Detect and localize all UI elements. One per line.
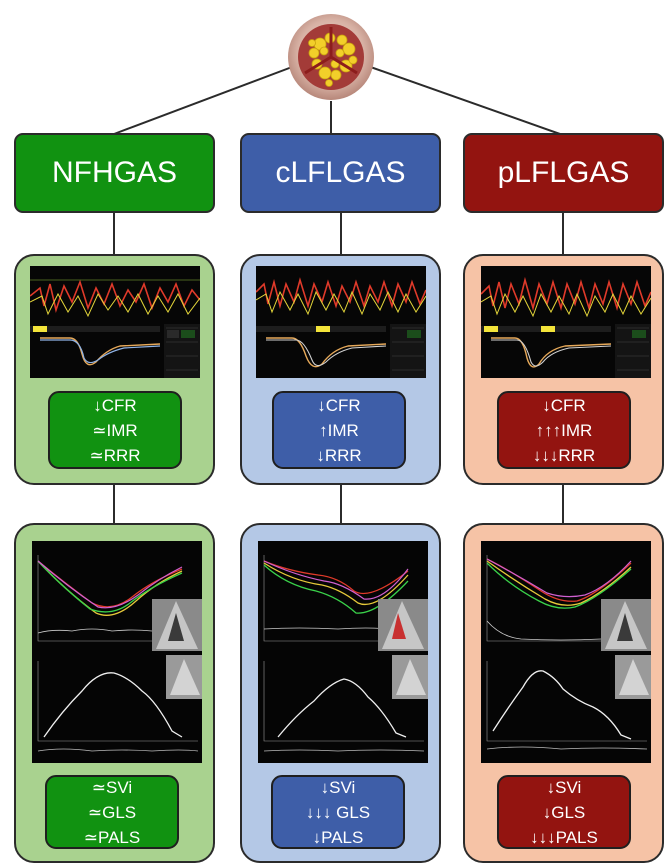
metric-svi: ≃SVi bbox=[91, 777, 133, 797]
perfusion-metrics-plflgas: ↓CFR ↑↑↑IMR ↓↓↓RRR bbox=[497, 391, 631, 469]
aortic-valve-icon bbox=[287, 13, 375, 101]
metric-gls: ≃GLS bbox=[87, 802, 137, 822]
metric-cfr: ↓CFR bbox=[542, 395, 586, 415]
pressure-wire-trace-icon bbox=[30, 266, 200, 378]
metric-pals: ↓PALS bbox=[312, 827, 364, 847]
strain-curve-icon bbox=[258, 651, 428, 763]
perfusion-panel-clflgas: ↓CFR ↑IMR ↓RRR bbox=[240, 254, 441, 485]
strain-curve-icon bbox=[258, 541, 428, 651]
group-header-plflgas: pLFLGAS bbox=[463, 133, 664, 213]
metric-gls: ↓↓↓ GLS bbox=[305, 802, 371, 822]
pressure-wire-trace-icon bbox=[481, 266, 651, 378]
metric-imr: ↑IMR bbox=[319, 420, 359, 440]
pressure-wire-trace-icon bbox=[256, 266, 426, 378]
metric-cfr: ↓CFR bbox=[93, 395, 137, 415]
group-header-nfhgas: NFHGAS bbox=[14, 133, 215, 213]
group-label: cLFLGAS bbox=[275, 156, 406, 189]
metric-rrr: ↓RRR bbox=[316, 445, 362, 465]
function-metrics-plflgas: ↓SVi ↓GLS ↓↓↓PALS bbox=[497, 775, 631, 849]
metric-gls: ↓GLS bbox=[542, 802, 586, 822]
metric-svi: ↓SVi bbox=[546, 777, 582, 797]
function-panel-plflgas: ↓SVi ↓GLS ↓↓↓PALS bbox=[463, 523, 664, 863]
perfusion-metrics-clflgas: ↓CFR ↑IMR ↓RRR bbox=[272, 391, 406, 469]
function-panel-nfhgas: ≃SVi ≃GLS ≃PALS bbox=[14, 523, 215, 863]
metric-rrr: ≃RRR bbox=[89, 445, 141, 465]
metric-pals: ↓↓↓PALS bbox=[530, 827, 598, 847]
perfusion-metrics-nfhgas: ↓CFR ≃IMR ≃RRR bbox=[48, 391, 182, 469]
strain-curve-icon bbox=[32, 651, 202, 763]
group-header-clflgas: cLFLGAS bbox=[240, 133, 441, 213]
perfusion-panel-nfhgas: ↓CFR ≃IMR ≃RRR bbox=[14, 254, 215, 485]
metric-imr: ≃IMR bbox=[92, 420, 138, 440]
strain-curve-icon bbox=[481, 651, 651, 763]
function-metrics-nfhgas: ≃SVi ≃GLS ≃PALS bbox=[45, 775, 179, 849]
metric-cfr: ↓CFR bbox=[317, 395, 361, 415]
strain-curve-icon bbox=[481, 541, 651, 651]
group-label: pLFLGAS bbox=[497, 156, 630, 189]
metric-rrr: ↓↓↓RRR bbox=[532, 445, 596, 465]
strain-curve-icon bbox=[32, 541, 202, 651]
group-label: NFHGAS bbox=[51, 156, 177, 189]
metric-imr: ↑↑↑IMR bbox=[535, 420, 593, 440]
perfusion-panel-plflgas: ↓CFR ↑↑↑IMR ↓↓↓RRR bbox=[463, 254, 664, 485]
function-metrics-clflgas: ↓SVi ↓↓↓ GLS ↓PALS bbox=[271, 775, 405, 849]
function-panel-clflgas: ↓SVi ↓↓↓ GLS ↓PALS bbox=[240, 523, 441, 863]
metric-pals: ≃PALS bbox=[83, 827, 141, 847]
metric-svi: ↓SVi bbox=[320, 777, 356, 797]
